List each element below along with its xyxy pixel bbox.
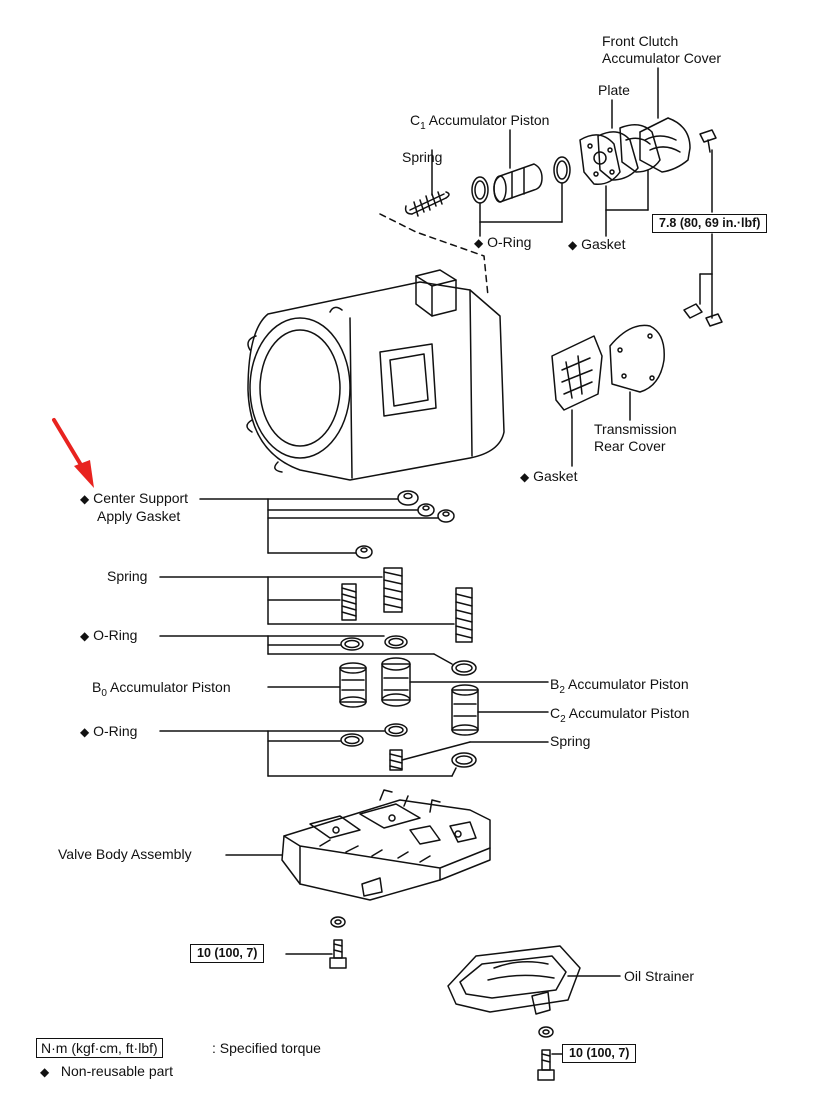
front-clutch-cover-label-2: Accumulator Cover bbox=[602, 50, 722, 66]
b2-piston bbox=[381, 657, 411, 707]
apply-gasket-3 bbox=[437, 509, 455, 523]
spring-b2 bbox=[383, 567, 403, 613]
gasket-top-label: ◆ Gasket bbox=[568, 236, 626, 252]
legend-torque-desc: : Specified torque bbox=[212, 1040, 321, 1056]
apply-gasket-4 bbox=[355, 545, 373, 559]
transmission-rear-cover-label: Transmission bbox=[594, 421, 677, 437]
c1-spring bbox=[404, 191, 450, 217]
oring-low-c2 bbox=[451, 752, 477, 768]
transmission-case bbox=[246, 269, 505, 481]
spring-mid-label: Spring bbox=[107, 568, 148, 584]
torque-strainer-bolt: 10 (100, 7) bbox=[562, 1044, 637, 1063]
center-support-apply-gasket-label: ◆ Center Support bbox=[80, 490, 189, 506]
valve-body-bolt bbox=[329, 939, 347, 969]
valve-body-assembly-label: Valve Body Assembly bbox=[58, 846, 192, 862]
rear-cover-bolts bbox=[683, 303, 723, 327]
oring-low-b2 bbox=[384, 723, 408, 737]
oil-strainer bbox=[447, 945, 581, 1015]
oring-top-label: ◆ O-Ring bbox=[474, 234, 532, 250]
strainer-bolt bbox=[537, 1049, 555, 1081]
transmission-rear-cover-label-2: Rear Cover bbox=[594, 438, 666, 454]
front-clutch-cover-label: Front Clutch bbox=[602, 33, 679, 49]
plate-label: Plate bbox=[598, 82, 630, 98]
gasket-rear-label: ◆ Gasket bbox=[520, 468, 578, 484]
spring-top-label: Spring bbox=[402, 149, 443, 165]
spring-low-label: Spring bbox=[550, 733, 591, 749]
c1-oring-right bbox=[553, 156, 571, 184]
c1-accumulator-piston-label: C1 Accumulator Piston bbox=[410, 112, 550, 132]
oil-strainer-label: Oil Strainer bbox=[624, 968, 695, 984]
b2-accumulator-piston-label: B2 Accumulator Piston bbox=[550, 676, 689, 696]
c2-accumulator-piston-label: C2 Accumulator Piston bbox=[550, 705, 690, 725]
b0-piston bbox=[339, 662, 367, 708]
b0-accumulator-piston-label: B0 Accumulator Piston bbox=[92, 679, 231, 699]
oring-b0 bbox=[340, 637, 364, 651]
rear-cover-gasket bbox=[551, 335, 603, 411]
valve-body-washer bbox=[330, 916, 346, 928]
legend-torque-units: N·m (kgf·cm, ft·lbf) bbox=[36, 1038, 163, 1058]
c1-oring-left bbox=[471, 176, 489, 204]
red-pointer-arrow bbox=[52, 418, 94, 488]
c1-piston bbox=[493, 163, 543, 203]
spring-c2 bbox=[455, 587, 473, 643]
spring-low bbox=[389, 749, 403, 771]
accumulator-plate bbox=[619, 124, 661, 173]
spring-b0 bbox=[341, 583, 357, 621]
oring-b2 bbox=[384, 635, 408, 649]
c2-piston bbox=[451, 684, 479, 736]
torque-valve-body-bolt: 10 (100, 7) bbox=[190, 944, 265, 963]
cover-bolt bbox=[699, 129, 717, 153]
torque-cover-bolt: 7.8 (80, 69 in.·lbf) bbox=[652, 214, 768, 233]
oring-mid-label: ◆ O-Ring bbox=[80, 627, 138, 643]
oring-low-b0 bbox=[340, 733, 364, 747]
accumulator-gasket bbox=[597, 131, 639, 181]
legend-nonreusable: ◆ Non-reusable part bbox=[40, 1063, 173, 1079]
apply-gasket-1 bbox=[397, 490, 419, 506]
oring-c2 bbox=[451, 660, 477, 676]
strainer-washer bbox=[538, 1026, 554, 1038]
front-clutch-accumulator-cover bbox=[639, 117, 691, 173]
transmission-rear-cover bbox=[609, 324, 665, 393]
apply-gasket-2 bbox=[417, 503, 435, 517]
valve-body-assembly bbox=[281, 789, 491, 901]
center-support-apply-gasket-label-2: Apply Gasket bbox=[97, 508, 181, 524]
oring-low-label: ◆ O-Ring bbox=[80, 723, 138, 739]
accumulator-plate-front bbox=[579, 134, 621, 185]
